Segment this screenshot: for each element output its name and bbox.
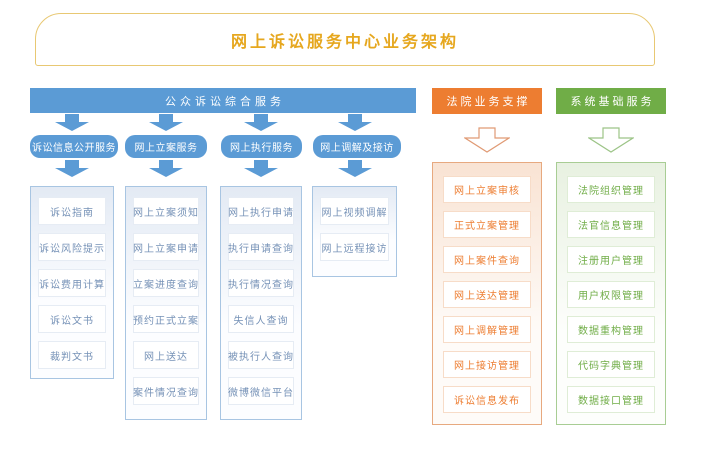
service-item: 失信人查询 [228, 305, 294, 333]
panel-online-filing: 网上立案须知 网上立案申请 立案进度查询 预约正式立案 网上送达 案件情况查询 [125, 186, 207, 420]
service-item: 诉讼指南 [38, 197, 106, 225]
down-arrow-icon [55, 160, 89, 177]
panel-court-support: 网上立案审核 正式立案管理 网上案件查询 网上送达管理 网上调解管理 网上接访管… [432, 162, 542, 425]
header-court-support: 法院业务支撑 [432, 88, 542, 114]
service-item: 法院组织管理 [567, 176, 655, 203]
subheader-mediation-visit: 网上调解及接访 [313, 135, 401, 158]
service-item: 诉讼文书 [38, 305, 106, 333]
service-item: 执行申请查询 [228, 233, 294, 261]
panel-litigation-info: 诉讼指南 诉讼风险提示 诉讼费用计算 诉讼文书 裁判文书 [30, 186, 114, 379]
service-item: 被执行人查询 [228, 341, 294, 369]
down-arrow-outline-icon [588, 127, 634, 153]
down-arrow-outline-icon [464, 127, 510, 153]
service-item: 数据接口管理 [567, 386, 655, 413]
page-title: 网上诉讼服务中心业务架构 [230, 33, 459, 51]
header-public-service: 公众诉讼综合服务 [30, 88, 416, 113]
service-item: 网上案件查询 [443, 246, 531, 273]
panel-mediation-visit: 网上视频调解 网上远程接访 [312, 186, 397, 277]
down-arrow-icon [244, 114, 278, 131]
header-system-base: 系统基础服务 [556, 88, 666, 114]
service-item: 网上送达管理 [443, 281, 531, 308]
service-item: 案件情况查询 [133, 377, 199, 405]
service-item: 网上立案申请 [133, 233, 199, 261]
service-item: 网上执行申请 [228, 197, 294, 225]
service-item: 数据重构管理 [567, 316, 655, 343]
service-item: 法官信息管理 [567, 211, 655, 238]
subheader-litigation-info: 诉讼信息公开服务 [30, 135, 118, 158]
service-item: 微博微信平台 [228, 377, 294, 405]
service-item: 网上立案须知 [133, 197, 199, 225]
service-item: 用户权限管理 [567, 281, 655, 308]
service-item: 网上视频调解 [320, 197, 389, 225]
service-item: 正式立案管理 [443, 211, 531, 238]
service-item: 诉讼费用计算 [38, 269, 106, 297]
subheader-online-enforcement: 网上执行服务 [221, 135, 302, 158]
service-item: 网上送达 [133, 341, 199, 369]
down-arrow-icon [149, 114, 183, 131]
title-frame: 网上诉讼服务中心业务架构 [35, 13, 655, 66]
down-arrow-icon [244, 160, 278, 177]
service-item: 诉讼信息发布 [443, 386, 531, 413]
service-item: 网上立案审核 [443, 176, 531, 203]
service-item: 网上调解管理 [443, 316, 531, 343]
panel-system-base: 法院组织管理 法官信息管理 注册用户管理 用户权限管理 数据重构管理 代码字典管… [556, 162, 666, 425]
service-item: 诉讼风险提示 [38, 233, 106, 261]
down-arrow-icon [338, 160, 372, 177]
service-item: 立案进度查询 [133, 269, 199, 297]
panel-online-enforcement: 网上执行申请 执行申请查询 执行情况查询 失信人查询 被执行人查询 微博微信平台 [220, 186, 302, 420]
service-item: 网上接访管理 [443, 351, 531, 378]
subheader-online-filing: 网上立案服务 [125, 135, 207, 158]
service-item: 预约正式立案 [133, 305, 199, 333]
down-arrow-icon [149, 160, 183, 177]
down-arrow-icon [338, 114, 372, 131]
down-arrow-icon [55, 114, 89, 131]
service-item: 注册用户管理 [567, 246, 655, 273]
service-item: 裁判文书 [38, 341, 106, 369]
service-item: 代码字典管理 [567, 351, 655, 378]
service-item: 网上远程接访 [320, 233, 389, 261]
service-item: 执行情况查询 [228, 269, 294, 297]
